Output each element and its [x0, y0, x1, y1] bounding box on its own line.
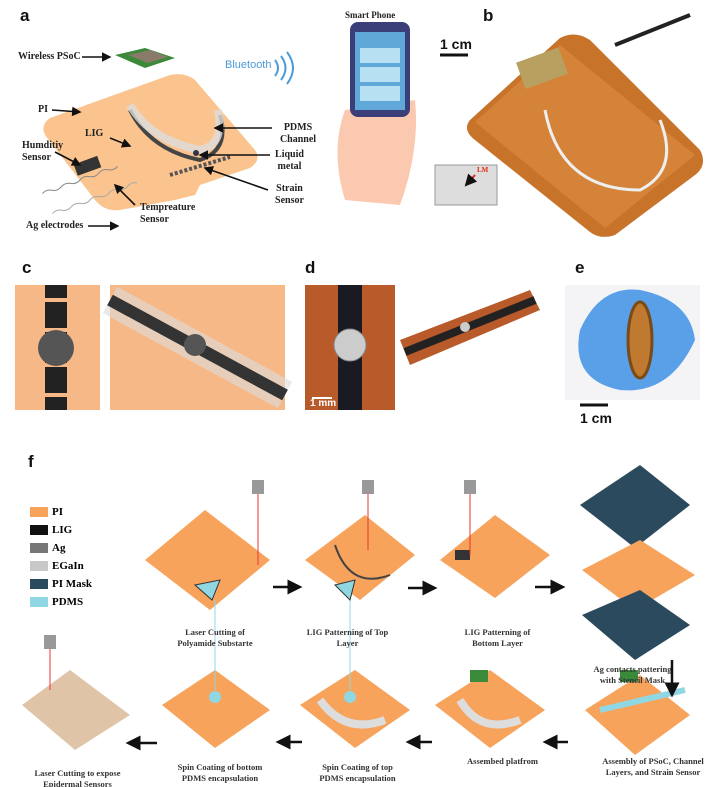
label-humidity-sensor: Humditiy Sensor — [22, 140, 64, 163]
device-exploded-view — [42, 48, 294, 215]
panel-label-e: e — [575, 258, 585, 277]
label-lm: LM — [477, 166, 489, 174]
panel-label-f: f — [28, 452, 34, 471]
legend-swatch — [30, 543, 48, 553]
step-arrows — [125, 579, 680, 751]
legend-swatch — [30, 525, 48, 535]
panel-label-a: a — [20, 6, 30, 25]
panel-d-photos — [305, 285, 540, 410]
legend-label: PI — [52, 506, 63, 518]
step-caption: Laser Cutting of Polyamide Substarte — [177, 627, 253, 648]
legend-swatch — [30, 507, 48, 517]
legend-label: PI Mask — [52, 578, 93, 590]
device-photo — [434, 13, 704, 237]
scale-bar-d: 1 mm — [310, 398, 337, 409]
legend-item: Ag — [30, 542, 65, 554]
step-caption: Assembly of PSoC, Channel Layers, and St… — [602, 756, 704, 777]
panel-c-renders — [15, 285, 293, 410]
legend-label: Ag — [52, 542, 66, 554]
label-smart-phone: Smart Phone — [345, 10, 396, 20]
label-lig: LIG — [85, 128, 104, 139]
panel-label-c: c — [22, 258, 32, 277]
legend-item: PI Mask — [30, 578, 92, 590]
label-wireless-psoc: Wireless PSoC — [18, 51, 81, 62]
step-caption: Spin Coating of top PDMS encapsulation — [319, 762, 396, 783]
label-ag-electrodes: Ag electrodes — [26, 220, 84, 231]
label-pdms-channel: PDMS Channel — [279, 122, 317, 145]
legend-item: LIG — [30, 524, 72, 536]
step-caption: Ag contacts pattering with Stencil Mask — [593, 664, 672, 685]
legend-item: EGaIn — [30, 560, 84, 572]
label-bluetooth: Bluetooth — [225, 59, 272, 71]
legend-label: PDMS — [52, 596, 84, 608]
legend-label: LIG — [52, 524, 73, 536]
legend-item: PI — [30, 506, 63, 518]
legend-swatch — [30, 579, 48, 589]
panel-e-photo — [565, 285, 700, 407]
legend-swatch — [30, 597, 48, 607]
panel-label-d: d — [305, 258, 316, 277]
step-caption: Laser Cutting to expose Epidermal Sensor… — [34, 768, 121, 787]
panel-label-b: b — [483, 6, 494, 25]
label-pi: PI — [38, 104, 48, 115]
label-strain-sensor: Strain Sensor — [275, 183, 304, 206]
legend-item: PDMS — [30, 596, 83, 608]
label-arrows — [51, 52, 272, 231]
scale-bar-b: 1 cm — [440, 36, 472, 52]
scale-bar-e: 1 cm — [580, 410, 612, 426]
label-temperature-sensor: Tempreature Sensor — [140, 202, 196, 225]
smartphone-illustration — [337, 22, 416, 205]
legend-label: EGaIn — [52, 560, 84, 572]
step-caption: Assembed platfrom — [467, 756, 538, 766]
label-liquid-metal: Liquid metal — [275, 149, 304, 172]
legend-swatch — [30, 561, 48, 571]
step-caption: Spin Coating of bottom PDMS encapsulatio… — [177, 762, 263, 783]
step-caption: LIG Patterning of Top Layer — [306, 627, 389, 648]
step-caption: LIG Patterning of Bottom Layer — [464, 627, 531, 648]
fabrication-steps — [22, 465, 695, 755]
